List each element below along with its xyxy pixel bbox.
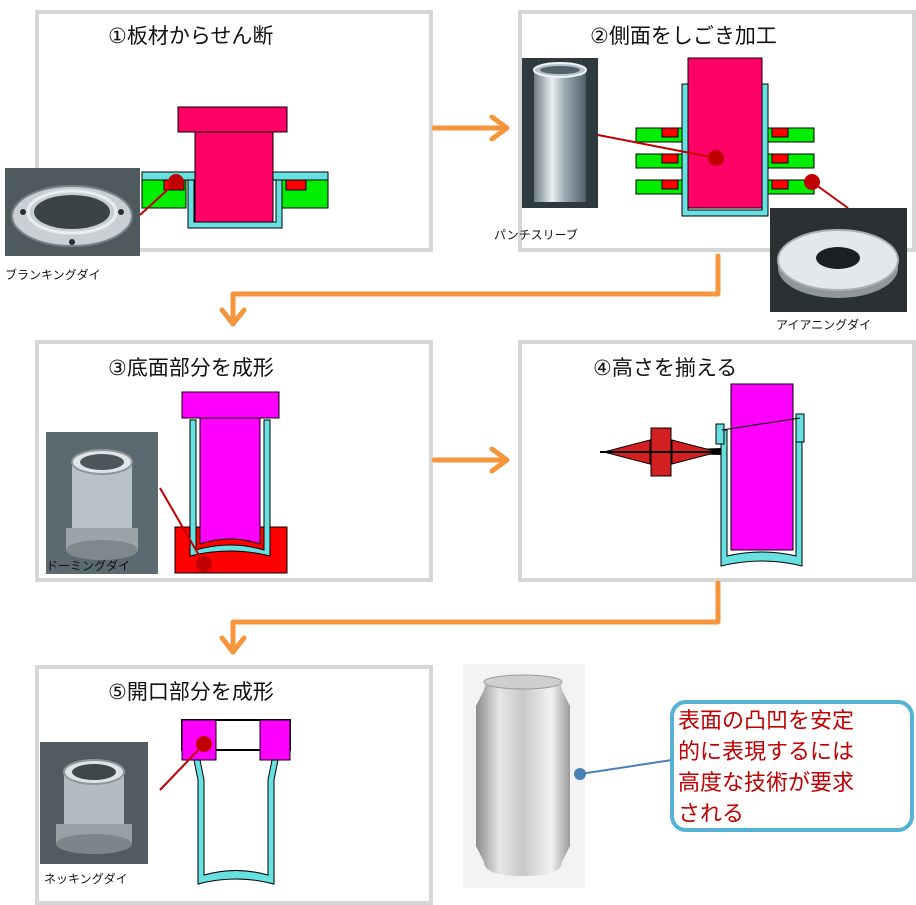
step4-drawing	[600, 383, 805, 567]
arrow-4-to-5	[230, 580, 721, 653]
callout-pointer	[579, 759, 673, 775]
doming-die-caption: ドーミングダイ	[46, 559, 131, 573]
finished-can	[463, 664, 585, 888]
callout-box	[670, 700, 914, 832]
arrow-2-to-3-head	[219, 307, 247, 327]
ironing-die-caption: アイアニングダイ	[776, 318, 872, 332]
callout-line-4: される	[678, 802, 745, 827]
step2-drawing	[597, 57, 849, 217]
doming-die-photo	[46, 432, 158, 574]
callout-line-1: 表面の凸凹を安定	[678, 709, 855, 734]
blanking-die-photo	[5, 168, 140, 256]
step1-title: ①板材からせん断	[108, 24, 274, 48]
flow-arrows	[219, 114, 721, 655]
step5-drawing	[159, 719, 291, 885]
step2-title: ②側面をしごき加工	[590, 24, 777, 48]
arrow-2-to-3	[230, 253, 721, 325]
step4-panel	[518, 340, 916, 582]
punch-sleeve-photo	[522, 58, 598, 208]
arrow-1-to-2-head	[489, 114, 510, 142]
step5-title: ⑤開口部分を成形	[108, 680, 274, 704]
blanking-die-caption: ブランキングダイ	[5, 268, 101, 282]
step3-drawing	[159, 391, 288, 574]
step4-title: ④高さを揃える	[593, 356, 738, 380]
step1-drawing	[139, 106, 329, 229]
necking-die-photo	[40, 742, 148, 864]
necking-die-caption: ネッキングダイ	[44, 872, 128, 886]
arrow-4-to-5-head	[219, 635, 247, 655]
punch-sleeve-caption: パンチスリーブ	[494, 228, 578, 242]
arrow-3-to-4-head	[489, 446, 510, 474]
callout-line-3: 高度な技術が要求	[678, 771, 855, 796]
callout-text: 表面の凸凹を安定 的に表現するには 高度な技術が要求 される	[678, 706, 908, 830]
step3-title: ③底面部分を成形	[108, 356, 274, 380]
ironing-die-photo	[770, 208, 907, 312]
callout-pointer-dot	[574, 768, 586, 780]
callout-line-2: 的に表現するには	[678, 740, 855, 765]
